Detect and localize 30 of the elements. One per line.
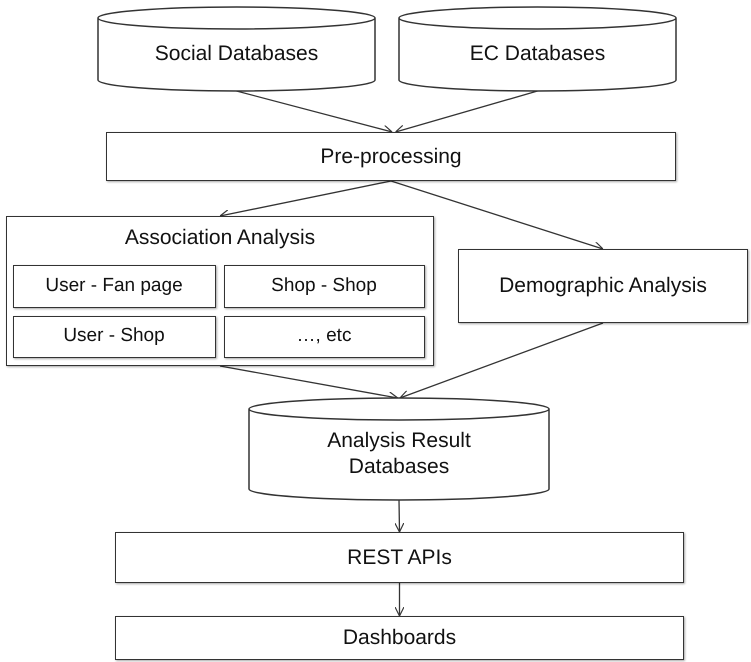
node-label: Demographic Analysis	[498, 273, 708, 299]
process-box	[12, 316, 216, 358]
process-box	[115, 616, 684, 660]
process-box	[106, 132, 676, 181]
arrow	[390, 180, 604, 252]
process-box	[6, 216, 434, 366]
process-box	[224, 264, 424, 308]
node-label: Dashboards	[342, 625, 458, 651]
process-box	[12, 264, 216, 308]
node-label: EC Databases	[468, 40, 606, 66]
node-label: Shop - Shop	[270, 274, 378, 298]
database-cylinder	[249, 398, 549, 500]
node-label: Pre-processing	[319, 144, 463, 170]
arrow	[236, 90, 393, 135]
group-heading: Association Analysis	[124, 225, 316, 250]
database-cylinder	[399, 7, 676, 91]
node-label: User - Shop	[62, 325, 166, 348]
arrow	[394, 500, 404, 533]
process-box	[115, 532, 684, 583]
arrow	[394, 583, 405, 617]
node-label: REST APIs	[346, 544, 453, 570]
database-cylinder	[98, 7, 375, 91]
arrow	[394, 90, 538, 134]
process-box	[224, 316, 424, 358]
node-label: Social Databases	[154, 40, 320, 66]
node-label: User - Fan page	[44, 274, 184, 298]
node-label: Analysis Result Databases	[326, 428, 472, 479]
process-box	[458, 249, 748, 323]
node-label: …, etc	[296, 325, 352, 348]
arrow	[399, 322, 604, 400]
